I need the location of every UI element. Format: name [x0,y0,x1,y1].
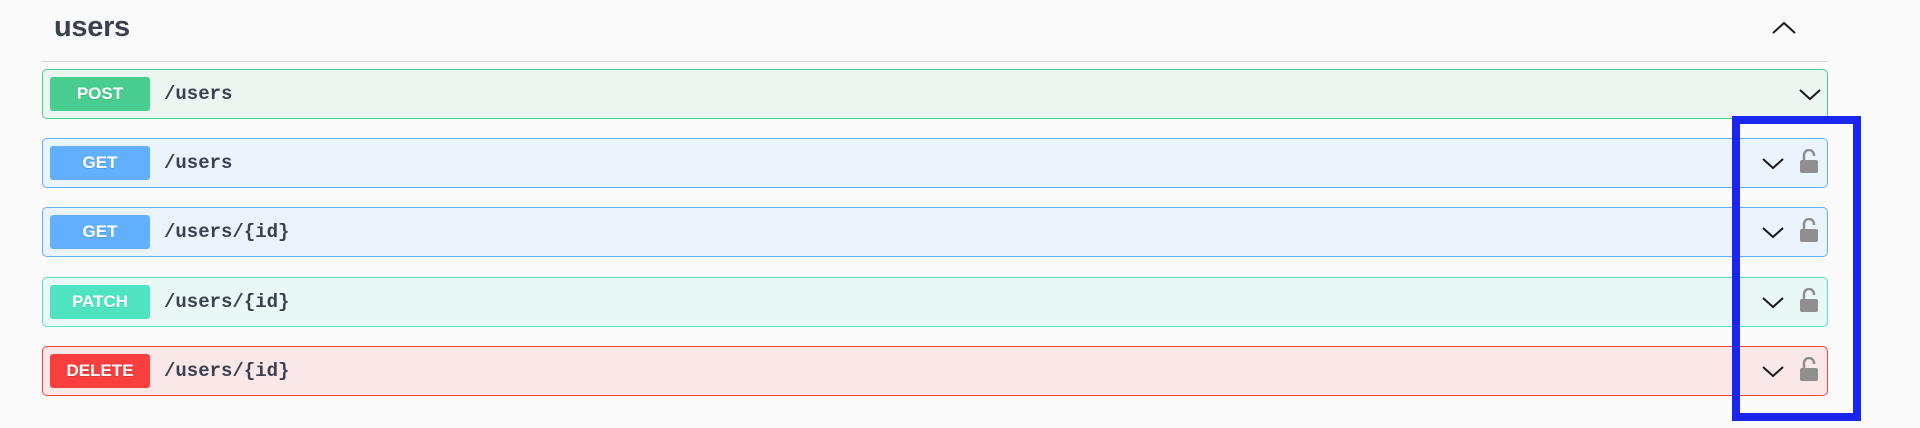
chevron-down-icon[interactable] [1761,363,1785,379]
chevron-up-icon[interactable] [1770,18,1798,38]
unlocked-padlock-icon[interactable] [1798,357,1820,382]
section-header-users[interactable]: users [42,0,1828,62]
chevron-down-icon[interactable] [1798,86,1822,102]
chevron-down-icon[interactable] [1761,224,1785,240]
operation-path: /users [164,152,233,174]
operation-path: /users [164,83,233,105]
method-badge-post: POST [50,77,150,111]
method-badge-get: GET [50,215,150,249]
operation-path: /users/{id} [164,360,290,382]
unlocked-padlock-icon[interactable] [1798,288,1820,313]
method-badge-delete: DELETE [50,354,150,388]
chevron-down-icon[interactable] [1761,294,1785,310]
method-badge-patch: PATCH [50,285,150,319]
operation-post-users[interactable]: POST /users [42,69,1828,119]
operation-patch-user[interactable]: PATCH /users/{id} [42,277,1828,327]
operation-path: /users/{id} [164,221,290,243]
operation-get-user-by-id[interactable]: GET /users/{id} [42,207,1828,257]
unlocked-padlock-icon[interactable] [1798,149,1820,174]
chevron-down-icon[interactable] [1761,155,1785,171]
method-badge-get: GET [50,146,150,180]
section-title: users [54,11,130,43]
operation-delete-user[interactable]: DELETE /users/{id} [42,346,1828,396]
unlocked-padlock-icon[interactable] [1798,218,1820,243]
operation-path: /users/{id} [164,291,290,313]
operation-get-users[interactable]: GET /users [42,138,1828,188]
